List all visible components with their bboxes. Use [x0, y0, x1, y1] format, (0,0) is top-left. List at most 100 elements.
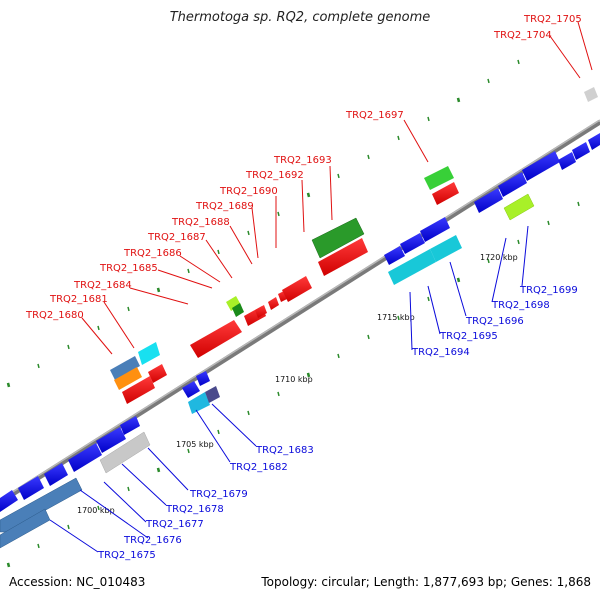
tick-mark	[427, 296, 430, 302]
bottom-gene-labels: TRQ2_1675 TRQ2_1676 TRQ2_1677 TRQ2_1678 …	[97, 285, 578, 561]
tick-mark	[456, 277, 461, 283]
gene-TRQ2_1688	[255, 305, 267, 318]
label-TRQ2_1681: TRQ2_1681	[49, 294, 108, 305]
gene-TRQ2_1704	[584, 87, 598, 102]
tick-mark	[487, 258, 490, 264]
gene-TRQ2_1693	[311, 217, 365, 259]
tick-mark	[97, 505, 100, 511]
label-TRQ2_1689: TRQ2_1689	[195, 201, 254, 212]
gene-red-b	[122, 376, 155, 404]
gene-TRQ2_1677	[44, 463, 68, 486]
label-TRQ2_1684: TRQ2_1684	[73, 280, 132, 291]
tick-mark	[156, 287, 161, 293]
gene-cyan-top	[138, 342, 160, 365]
tick-mark	[306, 372, 311, 378]
label-TRQ2_1676: TRQ2_1676	[123, 535, 182, 546]
gene-TRQ2_1682	[188, 392, 210, 414]
label-TRQ2_1698: TRQ2_1698	[491, 300, 550, 311]
scale-ticks	[6, 59, 580, 568]
gene-TRQ2_1678	[68, 443, 102, 472]
tick-mark	[187, 448, 190, 454]
tick-mark	[306, 192, 311, 198]
label-TRQ2_1692: TRQ2_1692	[245, 170, 304, 181]
gene-TRQ2_1680	[110, 356, 140, 380]
label-TRQ2_1675: TRQ2_1675	[97, 550, 156, 561]
tick-mark	[367, 334, 370, 340]
tick-mark	[517, 59, 520, 65]
label-TRQ2_1694: TRQ2_1694	[411, 347, 470, 358]
tick-mark	[277, 391, 280, 397]
gene-cyan-b	[430, 235, 462, 262]
scale-label-1720: 1720 kbp	[480, 253, 518, 262]
label-TRQ2_1693: TRQ2_1693	[273, 155, 332, 166]
label-TRQ2_1690: TRQ2_1690	[219, 186, 278, 197]
tick-mark	[337, 173, 340, 179]
gene-TRQ2_1698	[503, 193, 535, 221]
tick-mark	[217, 249, 220, 255]
genome-info-label: Topology: circular; Length: 1,877,693 bp…	[261, 575, 591, 589]
tick-mark	[456, 97, 461, 103]
gene-TRQ2_1679	[99, 431, 151, 474]
gene-TRQ2_1692	[282, 276, 312, 302]
tick-mark	[277, 211, 280, 217]
label-TRQ2_1695: TRQ2_1695	[439, 331, 498, 342]
tick-mark	[67, 524, 70, 530]
tick-mark	[6, 382, 11, 388]
bottom-leader-lines	[49, 225, 529, 553]
label-TRQ2_1677: TRQ2_1677	[145, 519, 204, 530]
gene-blue-d	[182, 381, 200, 398]
label-TRQ2_1705: TRQ2_1705	[523, 14, 582, 25]
tick-mark	[397, 135, 400, 141]
gene-blue-e	[196, 371, 210, 386]
label-TRQ2_1688: TRQ2_1688	[171, 217, 230, 228]
tick-mark	[487, 78, 490, 84]
top-leader-lines	[81, 21, 593, 355]
tick-mark	[217, 429, 220, 435]
tick-mark	[67, 344, 70, 350]
label-TRQ2_1682: TRQ2_1682	[229, 462, 288, 473]
label-TRQ2_1680: TRQ2_1680	[25, 310, 84, 321]
tick-mark	[37, 543, 40, 549]
gene-blue-k	[572, 142, 590, 160]
scale-label-1700: 1700 kbp	[77, 506, 115, 515]
gene-TRQ2_1697	[424, 166, 454, 190]
gene-blue-a	[0, 490, 18, 512]
scale-label-1715: 1715 kbp	[377, 313, 415, 322]
gene-TRQ2_1696	[388, 249, 436, 285]
gene-blue-j	[558, 152, 576, 170]
gene-blue-l	[588, 133, 600, 150]
label-TRQ2_1699: TRQ2_1699	[519, 285, 578, 296]
gene-TRQ2_1689	[268, 297, 279, 310]
gene-red-a	[148, 364, 167, 383]
gene-blue-f	[384, 246, 405, 265]
gene-TRQ2_1695	[420, 217, 450, 242]
accession-label: Accession: NC_010483	[9, 575, 146, 589]
gene-TRQ2_1676	[18, 476, 44, 500]
tick-mark	[247, 230, 250, 236]
genes-bottom-strand	[0, 133, 600, 549]
label-TRQ2_1683: TRQ2_1683	[255, 445, 314, 456]
tick-mark	[337, 353, 340, 359]
tick-mark	[127, 306, 130, 312]
top-gene-labels: TRQ2_1680 TRQ2_1681 TRQ2_1684 TRQ2_1685 …	[25, 14, 582, 321]
label-TRQ2_1686: TRQ2_1686	[123, 248, 182, 259]
scale-labels: 1700 kbp 1705 kbp 1710 kbp 1715 kbp 1720…	[77, 253, 518, 515]
gene-blue-h	[498, 172, 527, 197]
gene-blue-g	[474, 188, 503, 213]
label-TRQ2_1704: TRQ2_1704	[493, 30, 552, 41]
gene-TRQ2_1684	[190, 320, 242, 358]
label-TRQ2_1697: TRQ2_1697	[345, 110, 404, 121]
label-TRQ2_1696: TRQ2_1696	[465, 316, 524, 327]
gene-TRQ2_1683	[205, 386, 220, 403]
scale-label-1705: 1705 kbp	[176, 440, 214, 449]
scale-label-1710: 1710 kbp	[275, 375, 313, 384]
tick-mark	[187, 268, 190, 274]
gene-TRQ2_1694	[400, 233, 425, 254]
gene-TRQ2_1686	[232, 303, 244, 317]
tick-mark	[97, 325, 100, 331]
tick-mark	[367, 154, 370, 160]
gene-blue-c	[120, 416, 140, 435]
gene-blue-b	[96, 427, 126, 453]
genes-top-strand	[110, 87, 598, 404]
